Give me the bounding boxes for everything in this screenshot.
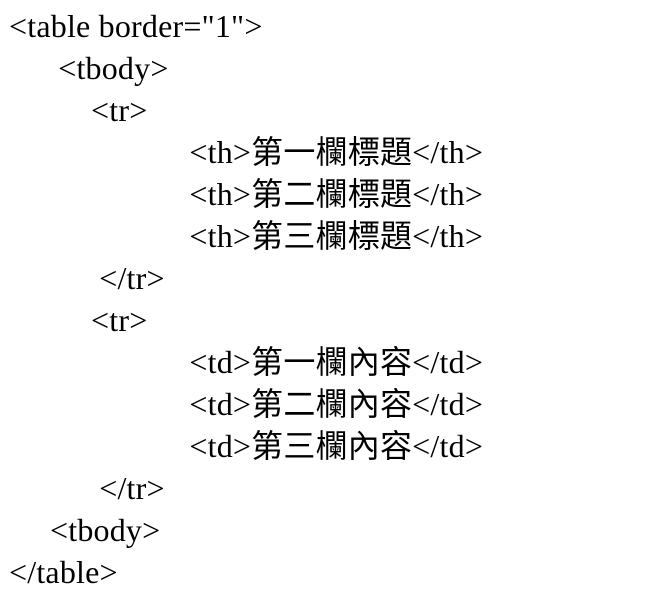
code-line-table-open: <table border="1">	[9, 8, 263, 44]
code-line-tbody-open: <tbody>	[9, 50, 169, 86]
code-line-td-1: <td>第一欄內容</td>	[9, 344, 484, 380]
code-line-td-3: <td>第三欄內容</td>	[9, 428, 484, 464]
code-line-table-close: </table>	[9, 554, 118, 590]
code-line-th-1: <th>第一欄標題</th>	[9, 134, 484, 170]
code-line-td-2: <td>第二欄內容</td>	[9, 386, 484, 422]
code-snippet: <table border="1"> <tbody> <tr> <th>第一欄標…	[9, 8, 484, 590]
code-line-tr-close-2: </tr>	[9, 470, 165, 506]
code-line-tr-open-1: <tr>	[9, 92, 148, 128]
code-line-th-3: <th>第三欄標題</th>	[9, 218, 484, 254]
code-line-th-2: <th>第二欄標題</th>	[9, 176, 484, 212]
code-line-tr-close-1: </tr>	[9, 260, 165, 296]
code-line-tbody-close: <tbody>	[9, 512, 161, 548]
code-line-tr-open-2: <tr>	[9, 302, 148, 338]
